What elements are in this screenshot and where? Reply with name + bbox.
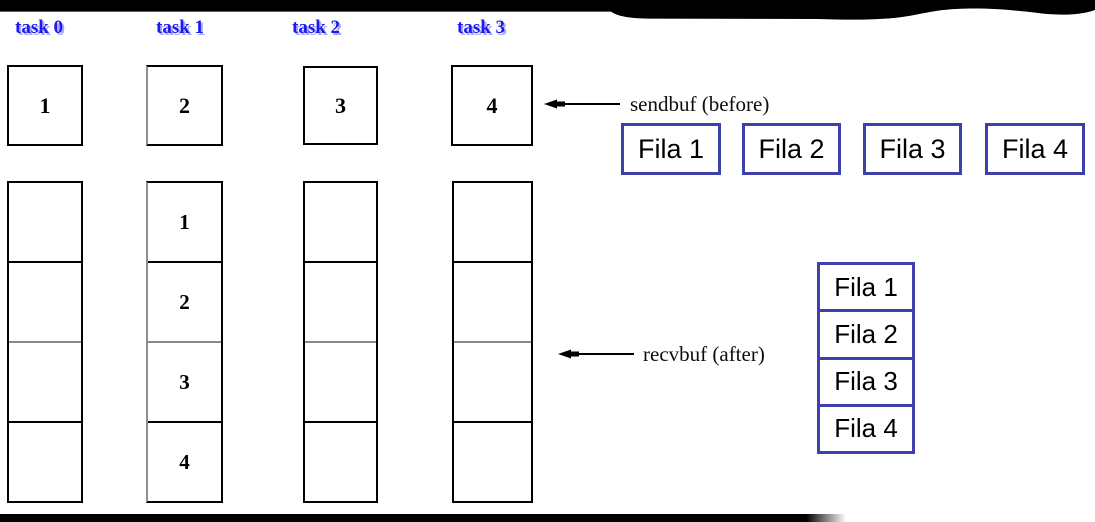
sendbuf-box-task3: 4 <box>451 65 533 146</box>
recvbuf-cell <box>454 341 531 421</box>
recvbuf-cell <box>9 341 81 421</box>
fila-box-4: Fila 4 <box>985 123 1085 175</box>
recvbuf-column-task2 <box>303 181 378 503</box>
recvbuf-cell <box>305 341 376 421</box>
fila-stack: Fila 1 Fila 2 Fila 3 Fila 4 <box>817 262 915 454</box>
sendbuf-label: sendbuf (before) <box>630 92 770 116</box>
recvbuf-cell <box>305 421 376 501</box>
recvbuf-cell: 1 <box>179 209 190 234</box>
fila-box-3: Fila 3 <box>863 123 962 175</box>
recvbuf-cell <box>305 183 376 261</box>
task-label-0: task 0 <box>15 17 64 38</box>
recvbuf-column-task0 <box>7 181 83 503</box>
recvbuf-cell: 4 <box>148 421 221 501</box>
recvbuf-cell <box>305 261 376 341</box>
task-label-2: task 2 <box>292 17 341 38</box>
recvbuf-label: recvbuf (after) <box>643 342 765 366</box>
top-banner <box>0 0 1095 20</box>
recvbuf-column-task1: 1 2 3 4 <box>146 181 223 503</box>
task-label-3: task 3 <box>457 17 506 38</box>
sendbuf-box-task2: 3 <box>303 66 378 145</box>
recvbuf-cell <box>9 261 81 341</box>
recvbuf-column-task3 <box>452 181 533 503</box>
recvbuf-cell <box>454 261 531 341</box>
sendbuf-box-task0: 1 <box>7 65 83 146</box>
fila-stack-item-3: Fila 3 <box>820 356 912 404</box>
recvbuf-cell <box>9 183 81 261</box>
recvbuf-arrow-icon <box>558 349 634 359</box>
recvbuf-cell <box>9 421 81 501</box>
fila-box-1: Fila 1 <box>621 123 721 175</box>
sendbuf-box-task1: 2 <box>146 65 223 146</box>
recvbuf-cell: 2 <box>148 261 221 341</box>
recvbuf-cell <box>454 421 531 501</box>
recvbuf-cell <box>454 183 531 261</box>
bottom-strip <box>0 514 846 522</box>
fila-stack-item-1: Fila 1 <box>834 271 898 302</box>
fila-box-2: Fila 2 <box>742 123 841 175</box>
fila-stack-item-2: Fila 2 <box>820 309 912 356</box>
recvbuf-cell: 3 <box>148 341 221 421</box>
sendbuf-arrow-icon <box>544 99 620 109</box>
task-label-1: task 1 <box>156 17 205 38</box>
fila-stack-item-4: Fila 4 <box>820 403 912 451</box>
